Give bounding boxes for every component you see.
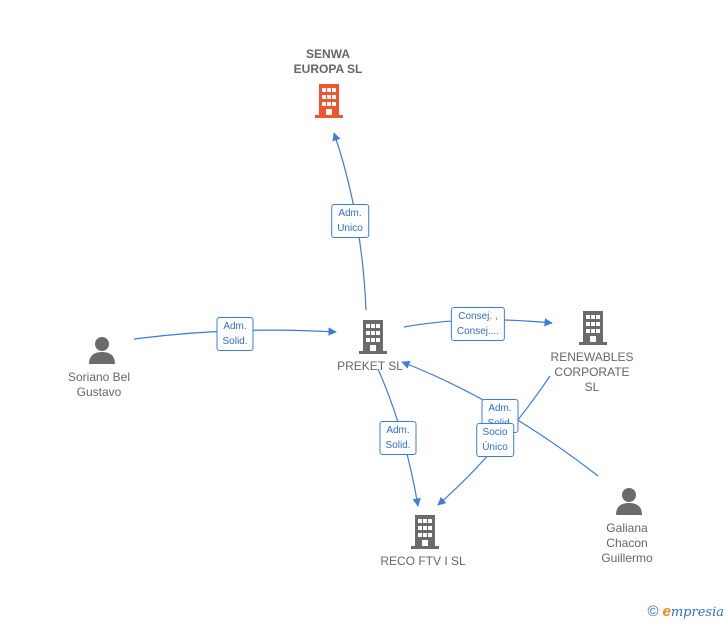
footer-branding: © empresia <box>647 603 724 620</box>
building-icon[interactable] <box>357 320 389 354</box>
node-label-reco[interactable]: RECO FTV I SL <box>380 554 466 568</box>
building-icon[interactable] <box>409 515 441 549</box>
building-icon[interactable] <box>577 311 609 345</box>
building-icon[interactable] <box>313 84 345 118</box>
node-label-galiana[interactable]: Galiana Chacon Guillermo <box>601 521 653 565</box>
brand-e: e <box>662 603 671 620</box>
node-label-senwa[interactable]: SENWA EUROPA SL <box>293 47 363 76</box>
edge-label-preket-senwa[interactable]: Adm. Unico <box>331 204 369 238</box>
person-icon[interactable] <box>87 336 117 364</box>
node-label-renewables[interactable]: RENEWABLES CORPORATE SL <box>550 350 634 394</box>
empresia-logo[interactable]: empresia <box>663 603 724 620</box>
edge-label-preket-renewables[interactable]: Consej. , Consej.... <box>450 307 506 341</box>
node-label-soriano[interactable]: Soriano Bel Gustavo <box>67 370 131 399</box>
brand-rest: mpresia <box>670 605 724 620</box>
person-icon[interactable] <box>614 487 644 515</box>
edge-label-renewables-reco[interactable]: Socio Único <box>476 423 514 457</box>
edge-label-soriano-preket[interactable]: Adm. Solid. <box>216 317 254 351</box>
edge-label-preket-reco[interactable]: Adm. Solid. <box>379 421 417 455</box>
node-label-preket[interactable]: PREKET SL <box>337 359 403 373</box>
copyright-symbol: © <box>647 603 659 620</box>
